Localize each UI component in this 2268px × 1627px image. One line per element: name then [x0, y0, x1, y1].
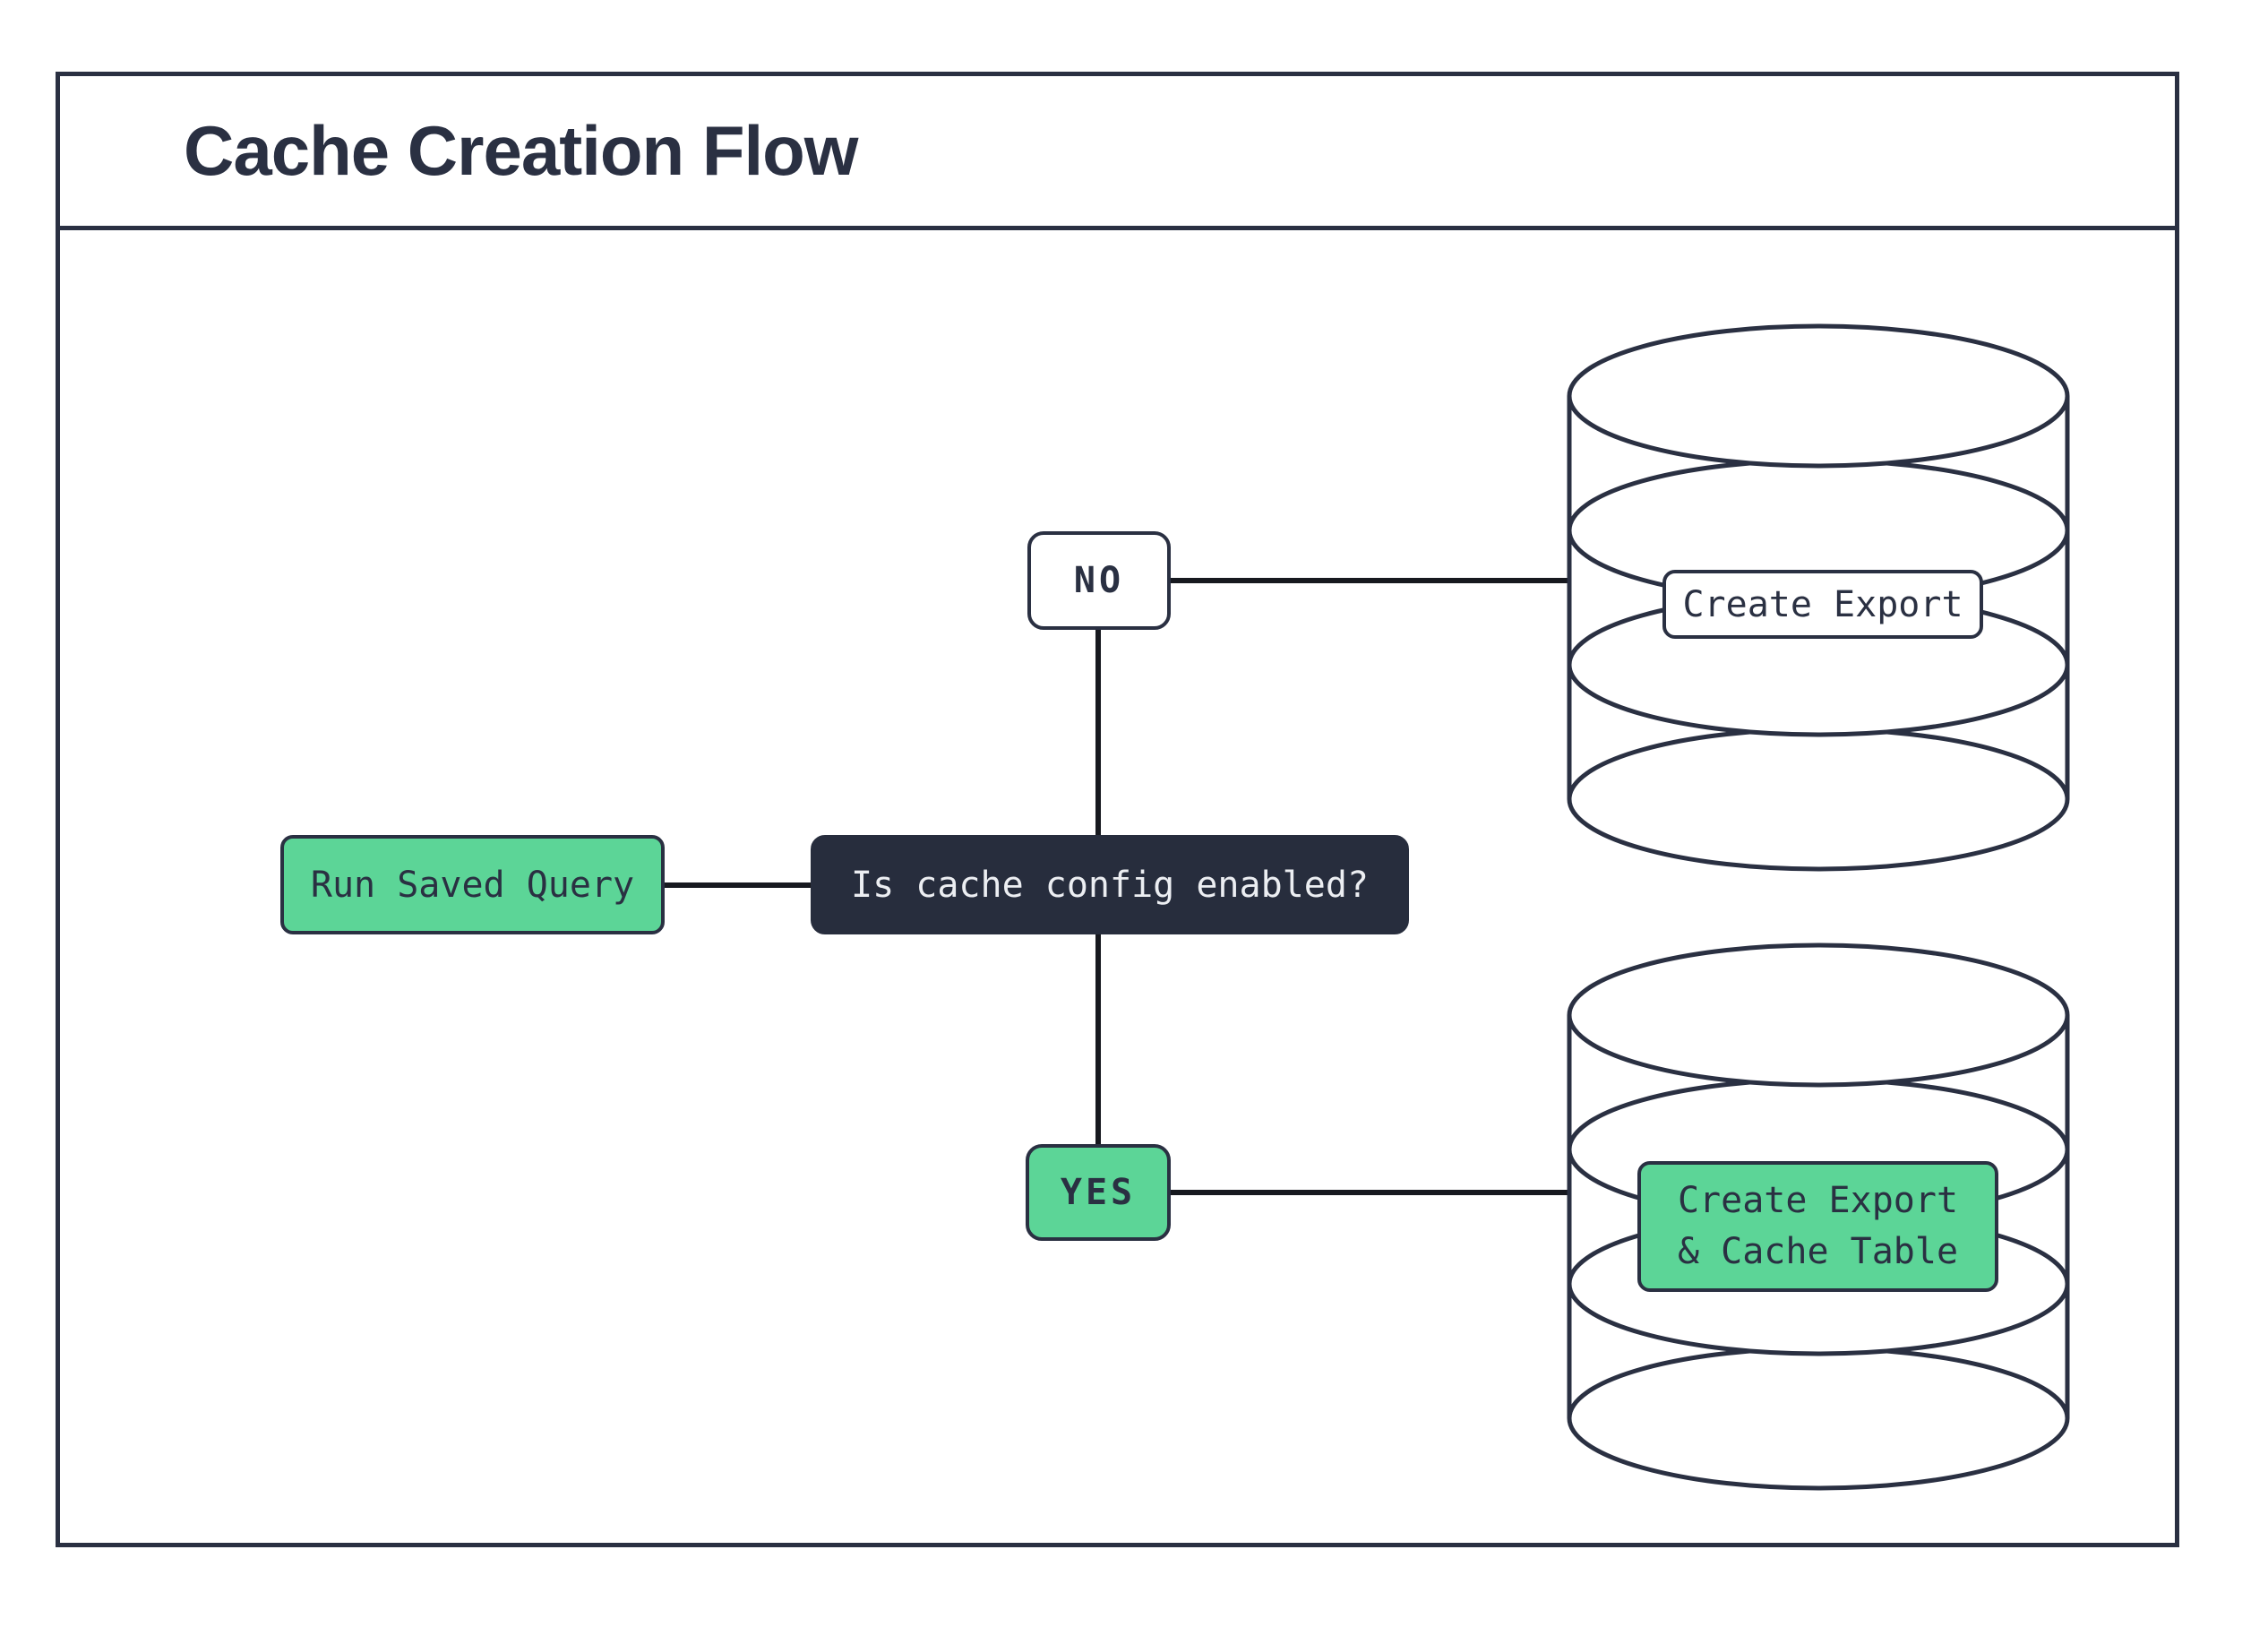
node-create-export: Create Export [1662, 570, 1983, 639]
diagram-frame: Cache Creation Flow [56, 72, 2179, 1547]
branch-tag-yes: YES [1026, 1144, 1171, 1241]
page-title: Cache Creation Flow [184, 111, 858, 190]
diagram-header: Cache Creation Flow [60, 76, 2175, 230]
branch-tag-no-label: NO [1073, 560, 1125, 601]
node-run-saved-query: Run Saved Query [280, 835, 665, 934]
branch-tag-no: NO [1027, 531, 1171, 630]
branch-tag-yes-label: YES [1060, 1172, 1137, 1213]
node-create-export-label: Create Export [1682, 583, 1963, 625]
node-create-export-cache-table-line1: Create Export [1677, 1180, 1959, 1222]
node-cache-config-decision: Is cache config enabled? [811, 835, 1409, 934]
node-create-export-cache-table-line2: & Cache Table [1677, 1231, 1959, 1272]
node-create-export-cache-table: Create Export & Cache Table [1637, 1161, 1998, 1292]
node-cache-config-decision-label: Is cache config enabled? [851, 864, 1369, 906]
node-run-saved-query-label: Run Saved Query [310, 864, 635, 906]
